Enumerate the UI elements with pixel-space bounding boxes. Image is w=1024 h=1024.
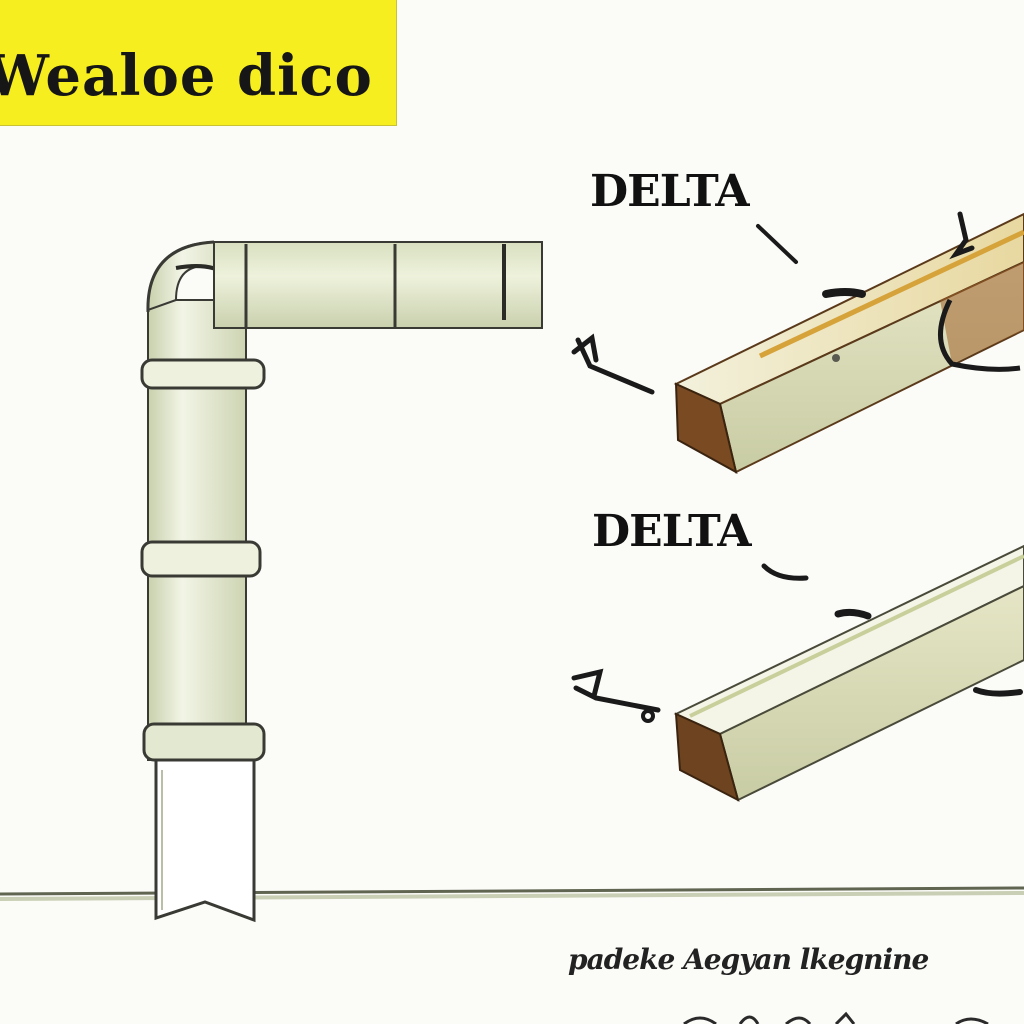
arrow-bottom-right-mark xyxy=(973,687,1023,697)
beam-top-edge xyxy=(758,229,1024,359)
title-banner: Wealoe dico xyxy=(0,0,397,126)
beam-top xyxy=(673,212,1024,474)
bottom-marks xyxy=(683,1011,989,1024)
arrow-top-label-pointer xyxy=(756,224,798,264)
beam-bottom xyxy=(673,544,1024,802)
label-delta-middle: DELTA xyxy=(592,506,752,557)
arrow-top-left xyxy=(575,337,655,395)
beam-top-bolt xyxy=(832,354,840,362)
pipe-elbow-outer xyxy=(146,240,215,313)
annotation-arrows xyxy=(571,211,1023,723)
arrow-mid-right-mark xyxy=(834,608,872,620)
arrow-top-left-head xyxy=(571,333,599,363)
beam-bottom-end xyxy=(674,712,740,802)
pipe-coupling-1 xyxy=(140,358,266,390)
arrow-bottom-left xyxy=(573,685,661,713)
arrow-bottom-dot xyxy=(641,709,655,723)
arrow-top-hook xyxy=(949,211,975,260)
caption-text: padeke Aegyan lkegnine xyxy=(568,943,929,976)
label-delta-top: DELTA xyxy=(590,166,750,217)
pipe-coupling-3 xyxy=(142,722,266,762)
beam-top-clamp xyxy=(938,298,1021,372)
pipe-end xyxy=(154,758,256,923)
beam-top-rust xyxy=(940,262,1024,364)
arrow-top-right-mark xyxy=(822,288,866,298)
banner-title: Wealoe dico xyxy=(0,43,373,109)
beam-bottom-edge xyxy=(689,554,1024,718)
l-pipe xyxy=(140,240,543,923)
pipe-horizontal xyxy=(213,241,543,329)
arrow-mid-label-pointer xyxy=(761,563,809,581)
pipe-coupling-2 xyxy=(140,540,262,578)
beam-top-end xyxy=(674,382,738,474)
arrow-bottom-left-head xyxy=(571,668,604,699)
